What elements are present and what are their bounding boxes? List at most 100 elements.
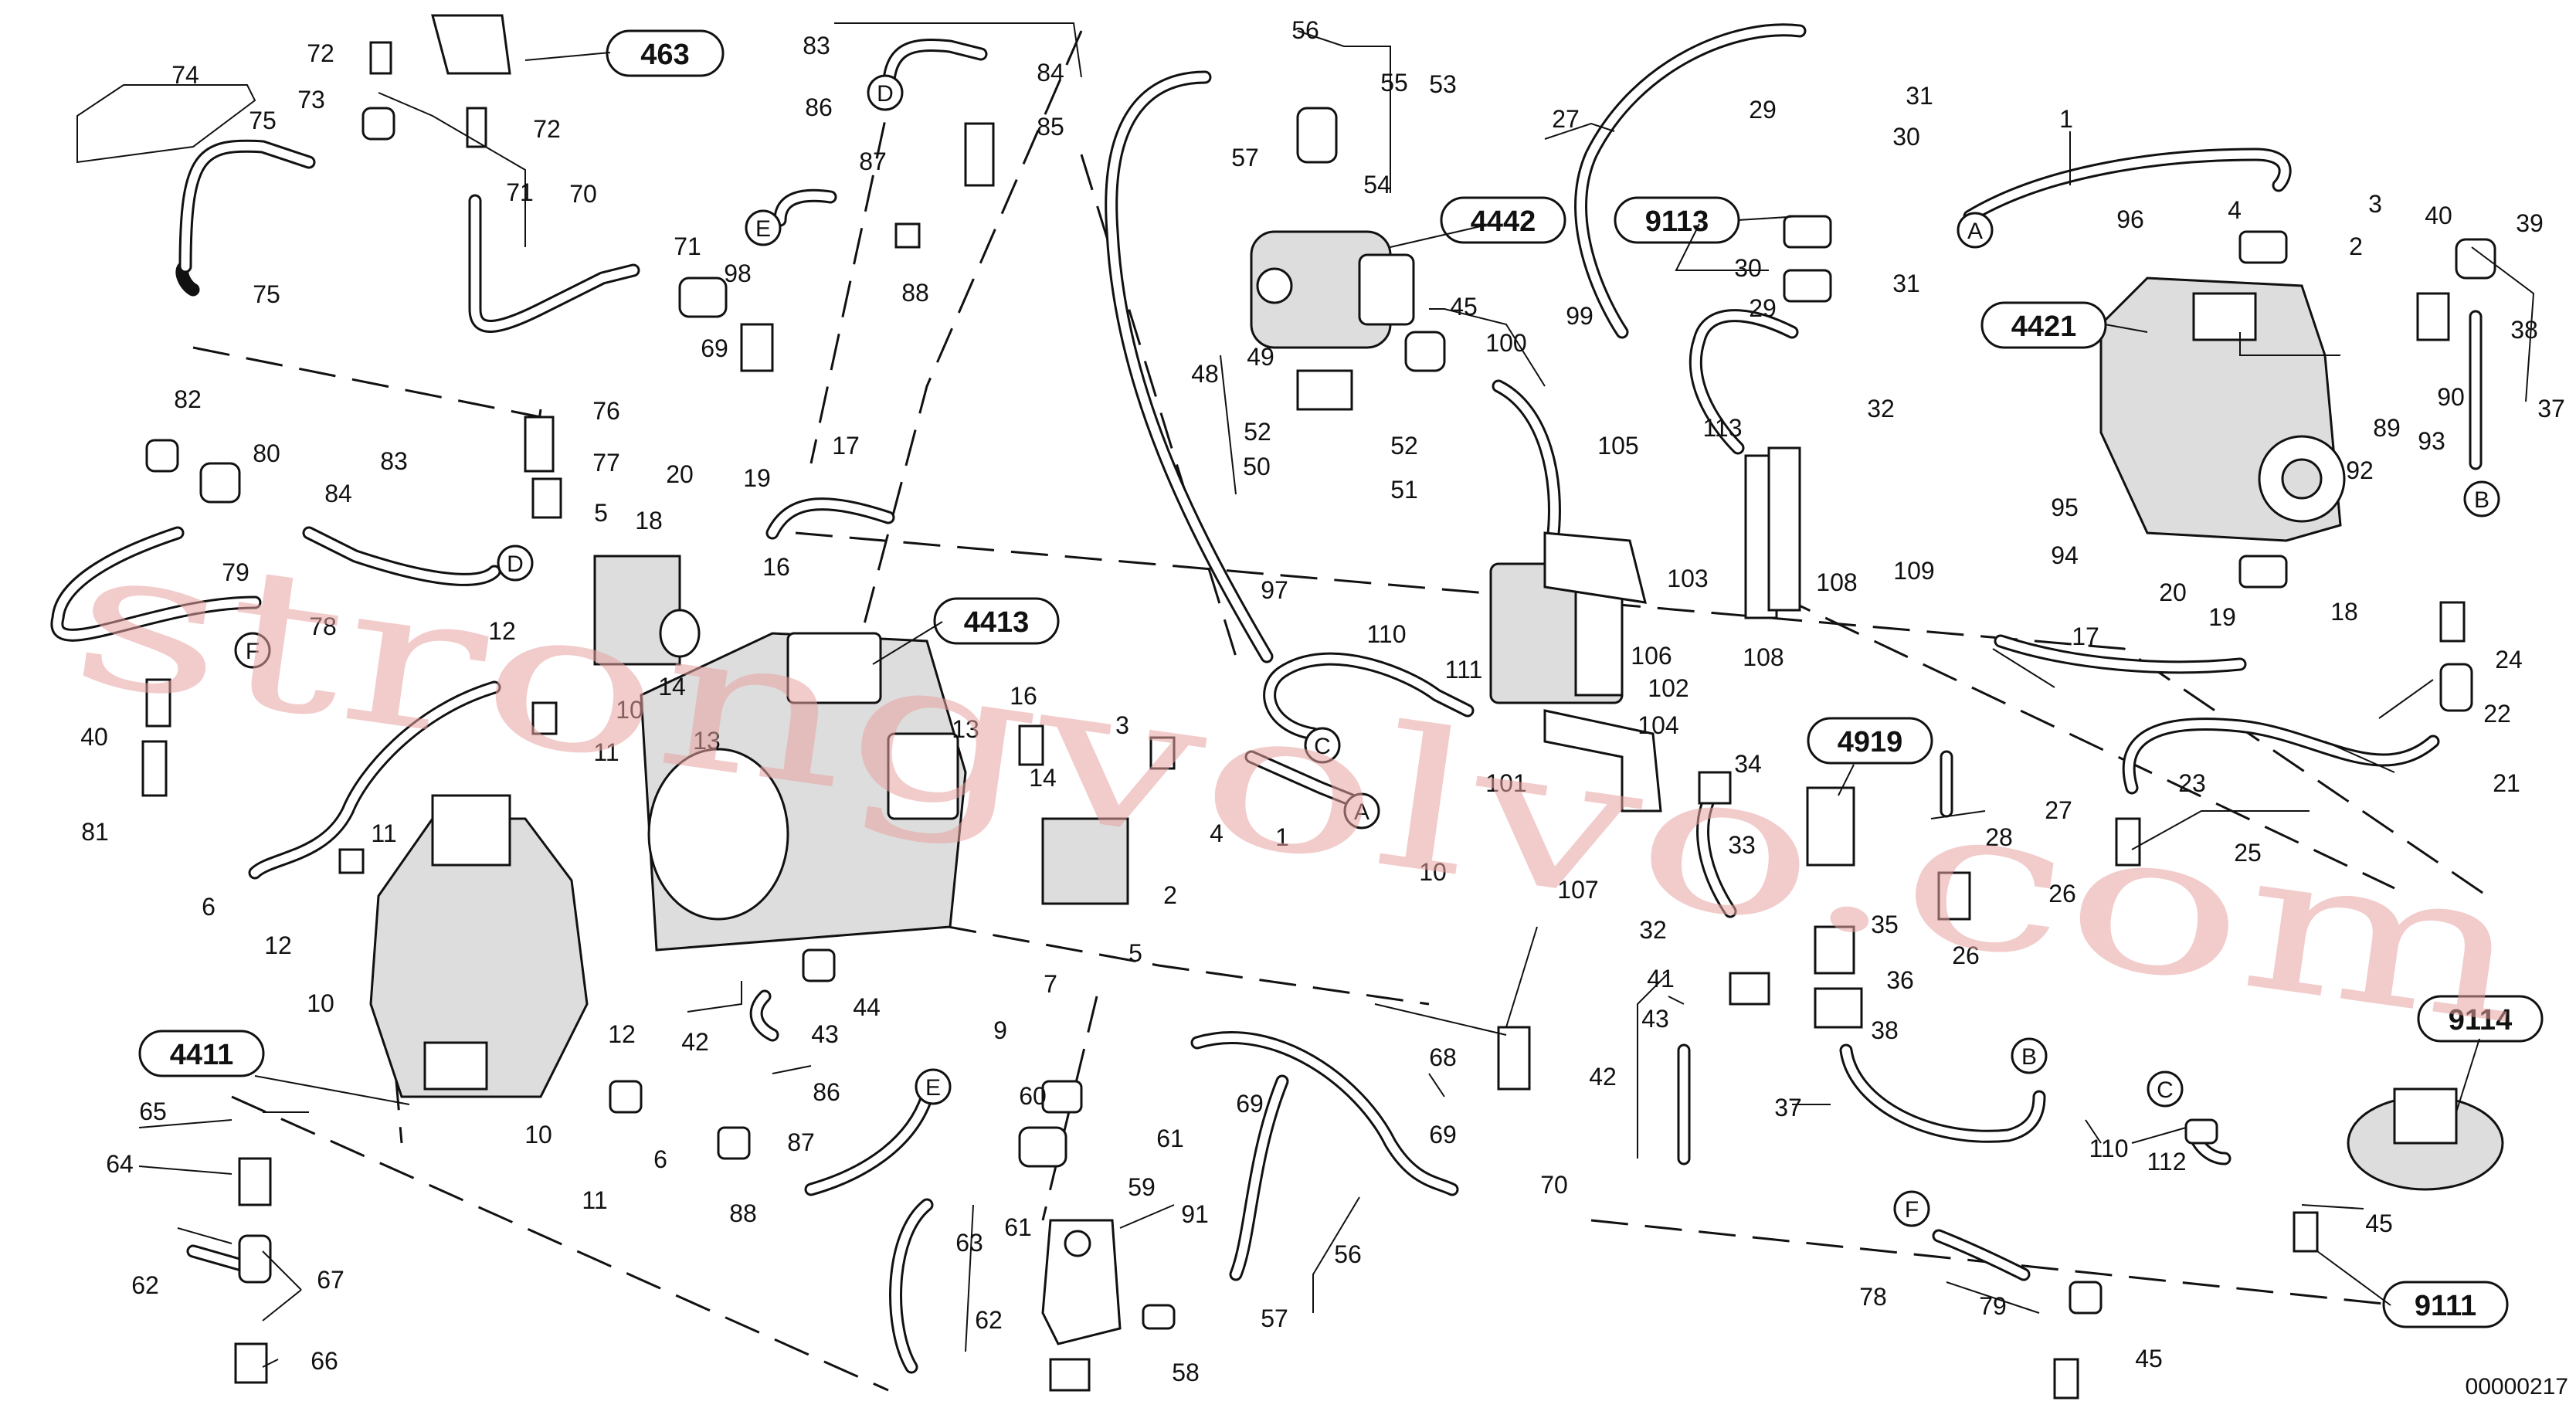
part-label-52: 52: [1390, 432, 1418, 460]
part-label-17: 18: [635, 507, 663, 534]
part-label-28: 28: [1985, 823, 2013, 851]
group-labels: 463 4442 9113 4421 4413 4919 4411 9114 9…: [138, 29, 2544, 1328]
part-label-11: 12: [264, 931, 292, 959]
fitting-icon: [1729, 972, 1770, 1006]
part-label-40: 40: [80, 723, 108, 751]
part-label-69: 69: [1236, 1090, 1264, 1118]
bracket-114: [1744, 446, 1801, 619]
part-label-11: 12: [608, 1020, 636, 1048]
group-label-4413: 4413: [933, 597, 1060, 645]
fitting-icon: [2069, 1281, 2103, 1315]
part-label-72: 71: [506, 178, 534, 206]
valve-box-5b: [1041, 817, 1129, 905]
part-label-86: 85: [1037, 113, 1064, 141]
part-label-105: 104: [1638, 711, 1678, 739]
hose-84-mid: [302, 526, 501, 586]
part-label-1: 1: [1275, 823, 1289, 851]
part-label-20: 21: [2493, 769, 2520, 797]
part-label-85: 84: [1037, 59, 1064, 87]
part-label-66: 66: [311, 1347, 338, 1375]
part-label-95: 94: [2051, 541, 2079, 569]
document-number: 00000217: [2466, 1374, 2568, 1400]
part-label-76: 75: [249, 107, 277, 134]
svg-text:4411: 4411: [170, 1039, 233, 1071]
part-label-79: 78: [1859, 1283, 1887, 1311]
fitting-icon: [2238, 555, 2288, 589]
part-label-35: 35: [1871, 911, 1899, 938]
connector-D: D: [497, 545, 534, 582]
fitting-icon: [199, 462, 241, 504]
part-label-9: 9: [993, 1016, 1007, 1044]
part-label-37: 37: [2537, 395, 2565, 422]
connector-C: C: [2147, 1070, 2184, 1108]
fitting-icon: [1404, 331, 1446, 372]
part-label-99: 98: [724, 260, 752, 287]
connector-B: B: [2463, 480, 2500, 517]
hose-79-bottom: [1932, 1229, 2031, 1281]
part-label-69: 69: [1429, 1121, 1457, 1148]
svg-text:D: D: [507, 551, 524, 577]
part-label-48: 48: [1191, 360, 1219, 388]
hose-56-bottom: [1229, 1074, 1289, 1281]
part-label-50: 50: [1243, 453, 1271, 480]
part-label-61: 61: [1004, 1213, 1032, 1241]
part-label-114: 113: [1702, 414, 1742, 442]
hose-62-left: [186, 1244, 254, 1274]
fitting-icon: [361, 107, 395, 141]
part-label-37: 37: [1774, 1094, 1802, 1121]
part-label-24: 25: [2234, 839, 2262, 867]
fitting-icon: [1018, 1126, 1067, 1168]
part-label-19: 20: [666, 460, 694, 488]
part-label-31: 31: [1906, 82, 1933, 110]
svg-text:9114: 9114: [2449, 1004, 2512, 1036]
hose-84-top: [881, 39, 988, 100]
part-label-42: 42: [681, 1028, 709, 1056]
connector-A: A: [1343, 792, 1380, 830]
part-label-11: 12: [488, 617, 516, 645]
part-label-32: 32: [1639, 916, 1667, 944]
part-label-19: 20: [2159, 578, 2187, 606]
part-label-63: 63: [955, 1229, 983, 1257]
fitting-icon: [2184, 1118, 2218, 1145]
fitting-icon: [145, 678, 171, 728]
fittings: [141, 41, 2496, 1400]
part-label-112: 111: [1445, 656, 1483, 684]
assembly-dash-lines: [192, 30, 2488, 1392]
part-label-40: 40: [2425, 202, 2452, 229]
fitting-icon: [531, 701, 558, 735]
part-label-3: 3: [1115, 711, 1129, 739]
part-label-98: 97: [1261, 576, 1288, 604]
part-label-15: 16: [1010, 682, 1037, 710]
tee-4919: [1806, 786, 1855, 867]
part-label-81: 80: [253, 439, 280, 467]
hoses: [50, 23, 2483, 1374]
hose-68: [1190, 1031, 1459, 1196]
part-label-12: 11: [371, 819, 396, 847]
part-label-53: 53: [1429, 70, 1457, 98]
svg-text:E: E: [925, 1075, 941, 1101]
part-label-13: 13: [952, 715, 979, 743]
bracket-104: [1543, 531, 1648, 604]
svg-text:F: F: [1905, 1197, 1919, 1223]
svg-text:9113: 9113: [1645, 205, 1709, 238]
hose-27: [1574, 23, 1807, 339]
part-label-30: 30: [1734, 254, 1762, 282]
hose-111-mid: [1263, 652, 1475, 741]
svg-text:9111: 9111: [2415, 1290, 2476, 1322]
part-label-2: 2: [1163, 881, 1177, 909]
svg-text:B: B: [2021, 1044, 2037, 1070]
part-label-7: 7: [1044, 970, 1057, 998]
relay-box-103: [1489, 562, 1624, 704]
group-label-9114: 9114: [2417, 995, 2544, 1043]
part-label-72: 71: [674, 232, 701, 260]
part-label-79: 78: [309, 612, 337, 640]
part-label-32: 32: [1867, 395, 1895, 422]
group-label-4421: 4421: [1980, 301, 2107, 349]
part-label-76: 75: [253, 280, 280, 308]
part-label-109: 108: [1743, 643, 1784, 671]
part-label-87: 86: [813, 1078, 840, 1106]
part-label-56: 56: [1334, 1240, 1362, 1268]
part-label-6: 6: [653, 1145, 667, 1173]
svg-text:F: F: [246, 639, 260, 664]
part-label-85: 84: [324, 480, 352, 507]
